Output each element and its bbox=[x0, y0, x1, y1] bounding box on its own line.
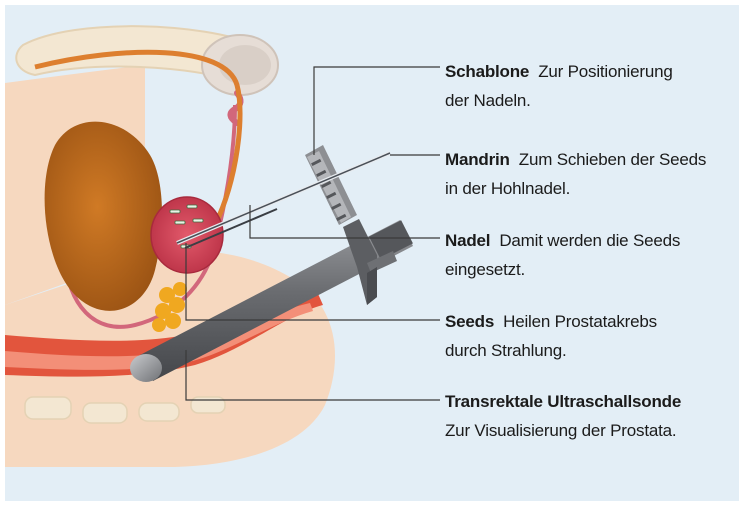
desc-ultraschallsonde-line2: Zur Visualisierung der Prostata. bbox=[445, 416, 681, 445]
desc-nadel-line2: eingesetzt. bbox=[445, 255, 680, 284]
term-seeds: Seeds bbox=[445, 312, 494, 331]
testis-inner bbox=[219, 45, 271, 85]
label-schablone: Schablone Zur Positionierung der Nadeln. bbox=[445, 57, 673, 115]
label-mandrin: Mandrin Zum Schieben der Seeds in der Ho… bbox=[445, 145, 706, 203]
term-nadel: Nadel bbox=[445, 231, 490, 250]
illustration-panel: Schablone Zur Positionierung der Nadeln.… bbox=[5, 5, 739, 501]
term-mandrin: Mandrin bbox=[445, 150, 510, 169]
desc-nadel-line1: Damit werden die Seeds bbox=[499, 231, 680, 250]
term-ultraschallsonde: Transrektale Ultraschallsonde bbox=[445, 392, 681, 411]
leader-schablone bbox=[314, 67, 440, 155]
desc-seeds-line2: durch Strahlung. bbox=[445, 336, 657, 365]
prostate bbox=[151, 197, 223, 273]
desc-mandrin-line2: in der Hohlnadel. bbox=[445, 174, 706, 203]
label-seeds: Seeds Heilen Prostatakrebs durch Strahlu… bbox=[445, 307, 657, 365]
desc-mandrin-line1: Zum Schieben der Seeds bbox=[519, 150, 706, 169]
label-ultraschallsonde: Transrektale Ultraschallsonde Zur Visual… bbox=[445, 387, 681, 445]
desc-seeds-line1: Heilen Prostatakrebs bbox=[503, 312, 657, 331]
desc-schablone-line2: der Nadeln. bbox=[445, 86, 673, 115]
desc-schablone-line1: Zur Positionierung bbox=[538, 62, 672, 81]
term-schablone: Schablone bbox=[445, 62, 529, 81]
label-nadel: Nadel Damit werden die Seeds eingesetzt. bbox=[445, 226, 680, 284]
